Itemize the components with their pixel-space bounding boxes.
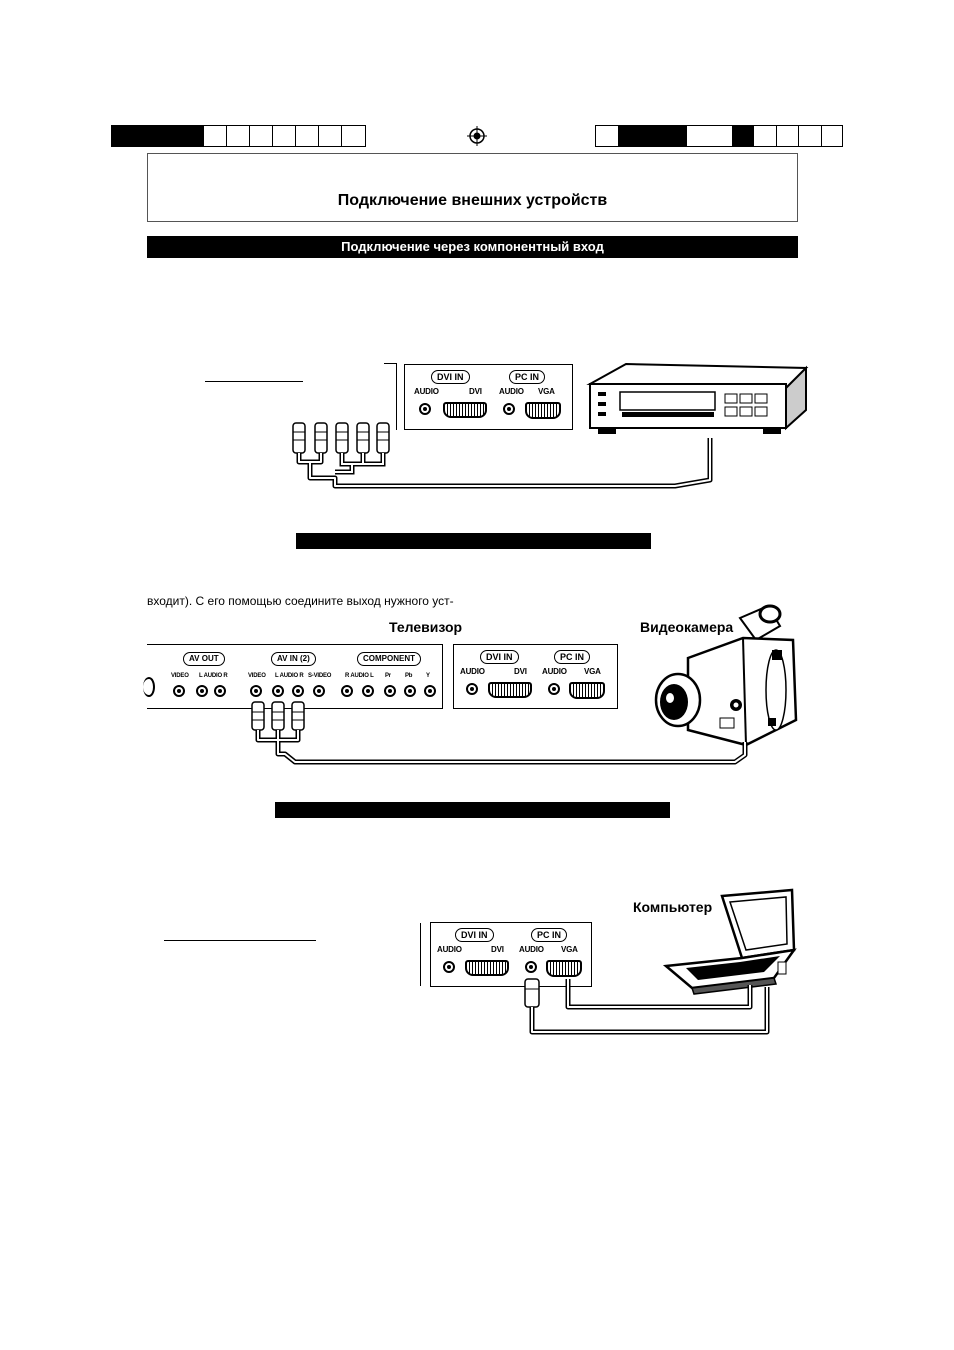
pr-label: Pr [385,673,391,679]
section-title-component: Подключение через компонентный вход [147,236,798,258]
jack-icon [196,685,208,697]
camcorder-note-text: входит). С его помощью соедините выход н… [147,594,454,608]
jack-icon [292,685,304,697]
dvi-port-icon [443,402,487,418]
text-underline [164,940,316,941]
jack-icon [272,685,284,697]
dvi-port-icon [465,960,509,976]
computer-label: Компьютер [633,899,713,915]
header-box: Подключение внешних устройств [147,153,798,222]
tv-av-panel: AV OUT AV IN (2) COMPONENT VIDEO L AUDIO… [143,644,443,709]
jack-icon [214,685,226,697]
s-video-jack-icon [313,685,325,697]
y-label: Y [426,673,430,679]
laptop-icon [662,888,797,995]
audio-label: AUDIO [542,667,567,676]
video-label: VIDEO [248,673,266,679]
audio-rl-label: R AUDIO L [345,673,374,679]
jack-icon [362,685,374,697]
dvd-player-icon [586,362,809,434]
audio-label: AUDIO [437,945,462,954]
text-underline [205,381,303,382]
tv-label: Телевизор [389,619,463,635]
pc-in-label: PC IN [531,928,568,942]
dvi-port-icon [488,682,532,698]
audio-jack-icon [548,683,560,695]
vga-label: VGA [584,667,601,676]
vga-port-icon [569,682,605,699]
audio-label: AUDIO [414,387,439,396]
dvi-in-label: DVI IN [455,928,494,942]
jack-icon [404,685,416,697]
jack-icon [173,685,185,697]
dvi-in-label: DVI IN [431,370,470,384]
registration-crosshair-icon [467,126,487,146]
vga-port-icon [525,402,561,419]
dvi-pc-panel-3: DVI IN PC IN AUDIO DVI AUDIO VGA [430,922,592,987]
vga-label: VGA [538,387,555,396]
dvi-label: DVI [469,387,482,396]
audio-label: AUDIO [460,667,485,676]
dvi-label: DVI [491,945,504,954]
audio-jack-icon [466,683,478,695]
component-cable-icon [292,422,713,489]
registration-bar-left [111,125,366,147]
page-title: Подключение внешних устройств [337,192,608,209]
camcorder-label: Видеокамера [640,619,734,635]
component-label: COMPONENT [357,652,421,666]
vga-port-icon [546,960,582,977]
pc-in-label: PC IN [509,370,546,384]
panel-edge [384,363,397,430]
audio-label: AUDIO [499,387,524,396]
section-title-3 [275,802,670,818]
audio-jack-icon [525,961,537,973]
section-title-2 [296,533,651,549]
jack-icon [384,685,396,697]
vga-label: VGA [561,945,578,954]
audio-lr-label: L AUDIO R [275,673,304,679]
camcorder-icon [654,604,798,747]
pc-in-label: PC IN [554,650,591,664]
video-label: VIDEO [171,673,189,679]
dvi-pc-panel-1: DVI IN PC IN AUDIO DVI AUDIO VGA [404,364,573,430]
audio-jack-icon [503,403,515,415]
av-in2-label: AV IN (2) [271,652,316,666]
av-cable-icon [251,701,748,765]
jack-icon [250,685,262,697]
dvi-pc-panel-2: DVI IN PC IN AUDIO DVI AUDIO VGA [453,644,618,709]
pb-label: Pb [405,673,413,679]
audio-jack-icon [419,403,431,415]
jack-icon [341,685,353,697]
pc-cable-icon [524,978,770,1035]
jack-icon [424,685,436,697]
audio-lr-label: L AUDIO R [199,673,228,679]
registration-bar-right [595,125,843,147]
audio-jack-icon [443,961,455,973]
dvi-label: DVI [514,667,527,676]
av-out-label: AV OUT [183,652,225,666]
s-video-label: S-VIDEO [308,673,332,679]
dvi-in-label: DVI IN [480,650,519,664]
audio-label: AUDIO [519,945,544,954]
